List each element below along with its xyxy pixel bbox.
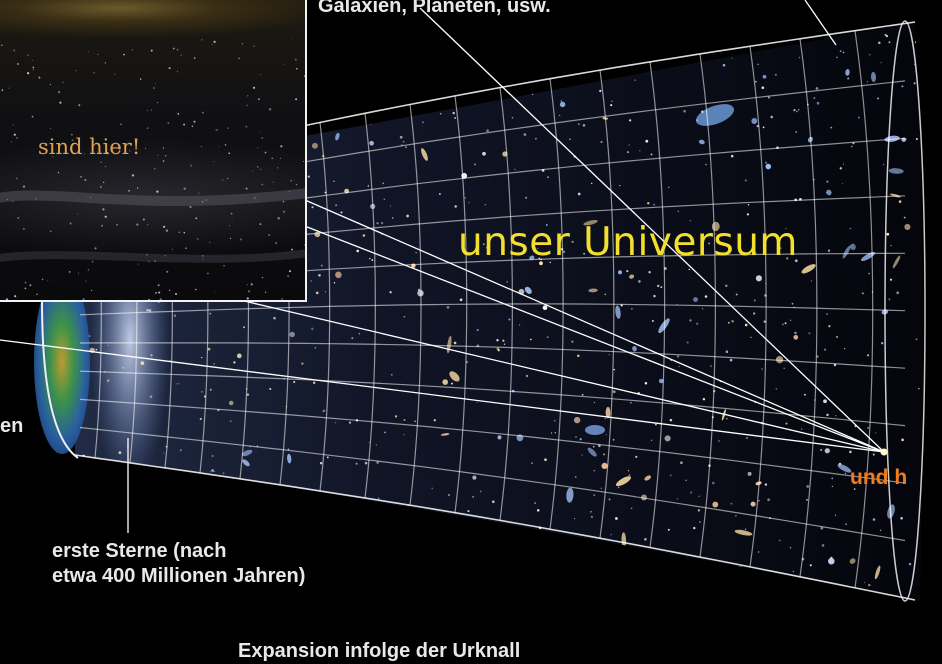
left-edge-label: en — [0, 414, 23, 439]
first-stars-label-line1: erste Sterne (nach — [52, 539, 305, 564]
universe-label: unser Universum — [458, 220, 798, 265]
expansion-caption: Expansion infolge der Urknall — [238, 639, 520, 664]
first-stars-label: erste Sterne (nach etwa 400 Millionen Ja… — [52, 539, 305, 589]
first-stars-label-line2: etwa 400 Millionen Jahren) — [52, 564, 305, 589]
inset-panel: sind hier! — [0, 0, 307, 302]
here-marker — [881, 449, 888, 456]
here-label: und h — [850, 466, 907, 490]
galaxies-label: Galaxien, Planeten, usw. — [318, 0, 551, 19]
inset-caption: sind hier! — [38, 135, 140, 159]
